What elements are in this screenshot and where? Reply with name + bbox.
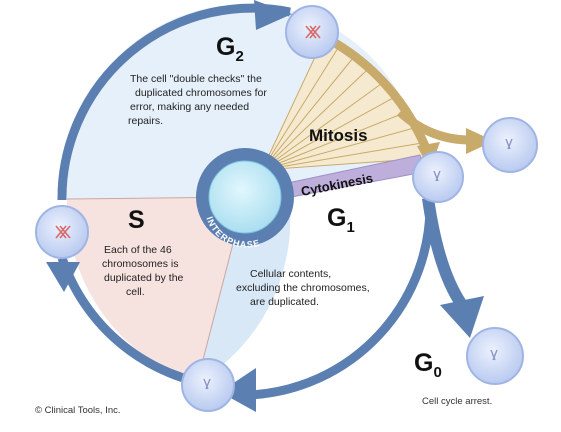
g1-label: G1 <box>327 204 355 236</box>
mitosis-label: Mitosis <box>309 126 368 145</box>
cell-icon <box>181 358 235 412</box>
s-description: Each of the 46 chromosomes is duplicated… <box>102 244 186 298</box>
g1-description: Cellular contents, excluding the chromos… <box>236 268 373 308</box>
g2-description: The cell "double checks" the duplicated … <box>128 73 270 127</box>
cell-icon <box>35 205 89 259</box>
cell-icon <box>285 5 339 59</box>
s-label: S <box>128 206 145 234</box>
g0-description: Cell cycle arrest. <box>422 396 492 407</box>
cell-icon <box>482 117 538 173</box>
arrow-icon <box>254 0 292 30</box>
mitosis-arrow <box>327 36 435 160</box>
mitosis-arrow <box>396 108 471 145</box>
g0-arrow <box>422 197 468 309</box>
cell-icon <box>412 151 464 203</box>
cell-icon <box>466 327 524 385</box>
mitosis-fan <box>261 39 431 171</box>
arrow-icon <box>220 368 256 412</box>
copyright: © Clinical Tools, Inc. <box>35 405 121 416</box>
interphase-core <box>196 148 294 246</box>
g2-label: G2 <box>216 33 244 65</box>
g0-label: G0 <box>414 349 442 381</box>
arrow-icon <box>466 128 494 154</box>
arrow-icon <box>46 262 80 292</box>
arrow-icon <box>440 296 484 338</box>
s-sector <box>66 197 246 383</box>
cycle-ring <box>57 3 291 201</box>
cycle-ring <box>249 199 435 400</box>
